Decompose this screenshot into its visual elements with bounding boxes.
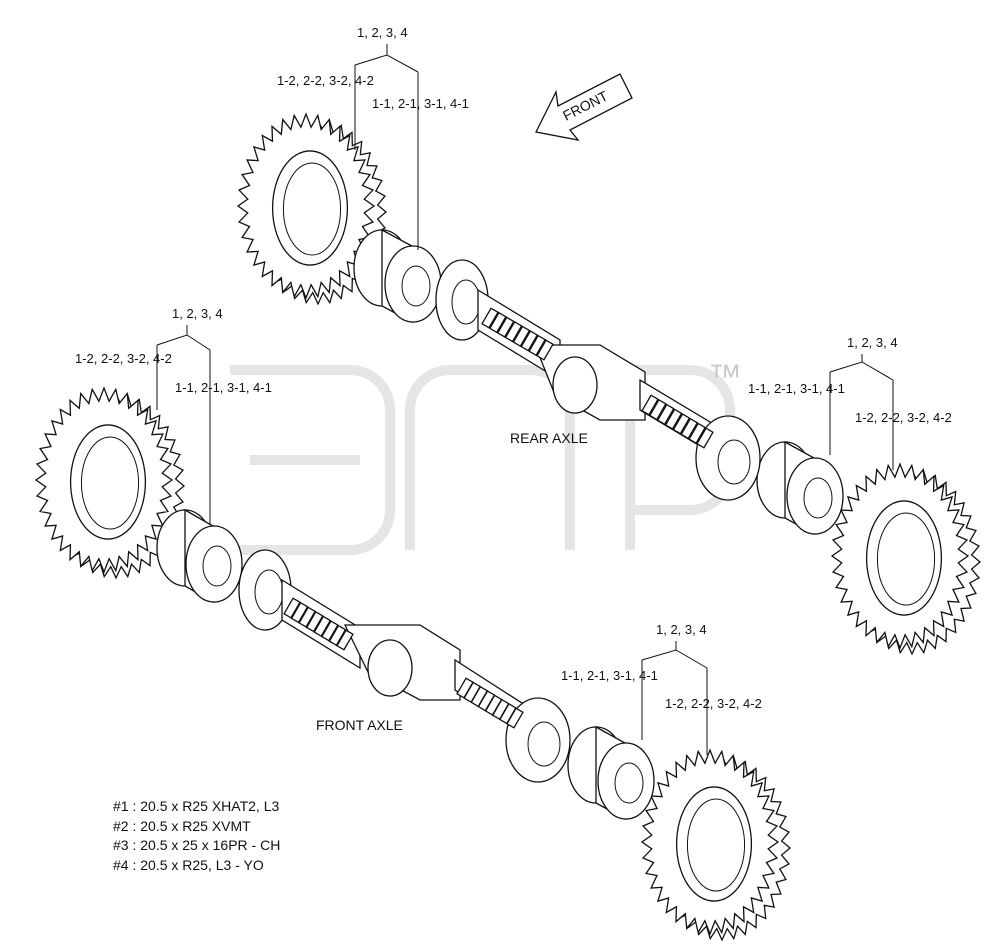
watermark-tm: ™ [708, 358, 742, 396]
callout-rear-right: 1, 2, 3, 4 1-1, 2-1, 3-1, 4-1 1-2, 2-2, … [748, 335, 952, 470]
front-axle-label: FRONT AXLE [316, 717, 403, 733]
callout-front-right-tire: 1-2, 2-2, 3-2, 4-2 [665, 696, 762, 711]
legend-line-2: #2 : 20.5 x R25 XVMT [113, 817, 251, 834]
tire-spec-legend: #1 : 20.5 x R25 XHAT2, L3 #2 : 20.5 x R2… [113, 797, 280, 875]
legend-line-1: #1 : 20.5 x R25 XHAT2, L3 [113, 798, 280, 814]
rim-front-left [156, 508, 243, 604]
callout-rear-left-all: 1, 2, 3, 4 [357, 25, 408, 40]
rim-front-right [567, 725, 655, 821]
tire-rear-right [830, 462, 982, 656]
callout-rear-left-rim: 1-1, 2-1, 3-1, 4-1 [372, 96, 469, 111]
callout-front-left-all: 1, 2, 3, 4 [172, 306, 223, 321]
rim-rear-right [756, 440, 844, 536]
callout-front-left: 1, 2, 3, 4 1-2, 2-2, 3-2, 4-2 1-1, 2-1, … [75, 306, 272, 525]
legend-line-4: #4 : 20.5 x R25, L3 - YO [113, 856, 264, 873]
callout-front-right-all: 1, 2, 3, 4 [656, 622, 707, 637]
callout-front-left-tire: 1-2, 2-2, 3-2, 4-2 [75, 351, 172, 366]
callout-front-left-rim: 1-1, 2-1, 3-1, 4-1 [175, 380, 272, 395]
legend-line-3: #3 : 20.5 x 25 x 16PR - CH [113, 837, 281, 853]
tires-layer [34, 112, 982, 942]
front-axle-assembly [238, 549, 571, 783]
watermark-logo: ™ [230, 358, 742, 555]
rear-axle-assembly [435, 259, 761, 501]
callout-rear-right-rim: 1-1, 2-1, 3-1, 4-1 [748, 381, 845, 396]
rim-rear-left [353, 228, 442, 324]
callout-rear-left: 1, 2, 3, 4 1-2, 2-2, 3-2, 4-2 1-1, 2-1, … [277, 25, 469, 250]
callout-rear-right-tire: 1-2, 2-2, 3-2, 4-2 [855, 410, 952, 425]
callout-front-right-rim: 1-1, 2-1, 3-1, 4-1 [561, 668, 658, 683]
tire-front-left [34, 386, 186, 580]
rear-axle-label: REAR AXLE [510, 430, 588, 446]
tire-front-right [640, 748, 792, 942]
callout-rear-right-all: 1, 2, 3, 4 [847, 335, 898, 350]
tire-rear-left [236, 112, 388, 306]
callout-rear-left-tire: 1-2, 2-2, 3-2, 4-2 [277, 73, 374, 88]
front-arrow: FRONT [535, 73, 633, 141]
callout-front-right: 1, 2, 3, 4 1-1, 2-1, 3-1, 4-1 1-2, 2-2, … [561, 622, 762, 755]
